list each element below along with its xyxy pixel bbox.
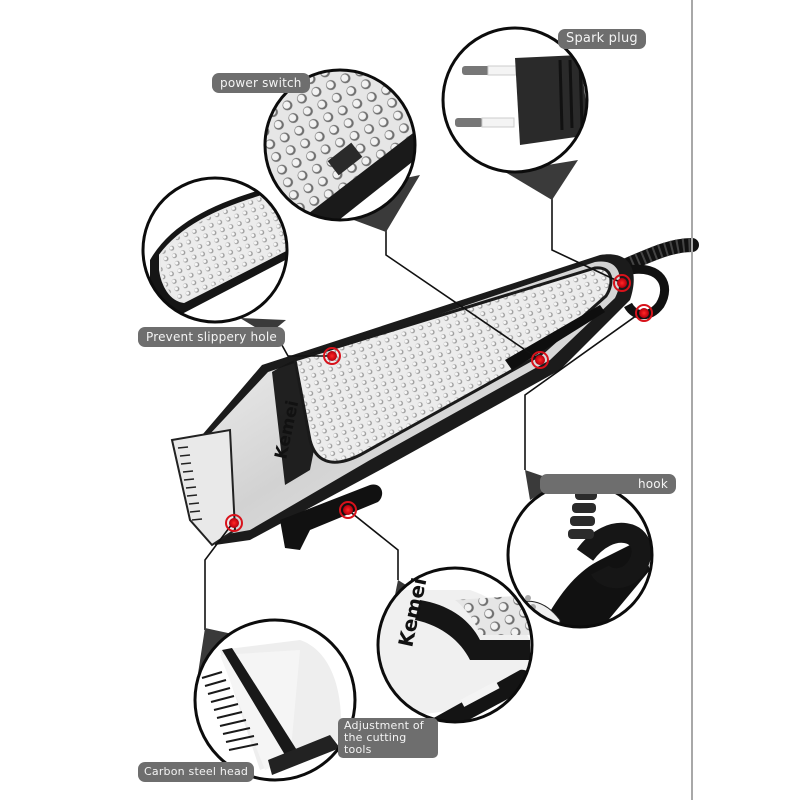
marker-hook — [635, 304, 653, 322]
callout-circle-slippery-hole — [141, 176, 289, 335]
label-power-switch: power switch — [212, 73, 310, 93]
marker-spark-plug — [613, 274, 631, 292]
marker-adjustment — [339, 501, 357, 519]
label-spark-plug: Spark plug — [558, 29, 646, 49]
label-carbon-steel-head: Carbon steel head — [138, 762, 255, 782]
callout-circle-power-switch — [263, 68, 420, 232]
marker-carbon-head — [225, 514, 243, 532]
label-prevent-slippery-hole: Prevent slippery hole — [138, 327, 285, 347]
callout-circle-carbon-head — [193, 618, 357, 782]
leader-lines — [204, 195, 641, 630]
label-adjustment: Adjustment of the cutting tools — [338, 718, 438, 758]
callout-circle-adjustment: Kemei — [376, 566, 534, 724]
label-hook: hook — [540, 474, 676, 494]
callout-circle-spark-plug — [441, 26, 589, 200]
marker-slippery-hole — [323, 347, 341, 365]
frame-divider-line — [691, 0, 693, 800]
markers — [225, 274, 653, 532]
clipper-main-image — [170, 238, 699, 550]
marker-power-switch — [531, 351, 549, 369]
callout-circle-hook — [506, 470, 654, 629]
